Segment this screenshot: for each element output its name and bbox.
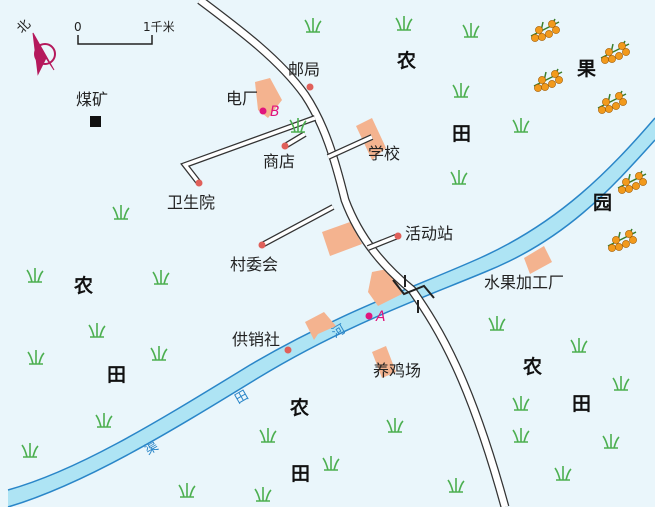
field-label-nong-1: 农 xyxy=(396,49,416,72)
grass-icon xyxy=(259,428,277,443)
grass-icon xyxy=(386,418,404,433)
grass-icon xyxy=(450,170,468,185)
buildings xyxy=(255,78,552,378)
grass-icon xyxy=(26,268,44,283)
grass-icon xyxy=(512,428,530,443)
grass-icon xyxy=(27,350,45,365)
label-activity-station: 活动站 xyxy=(405,224,453,243)
scale-bar-line xyxy=(77,35,153,45)
field-label-nong-3: 农 xyxy=(289,396,309,419)
fruit-tree-icon xyxy=(533,68,563,92)
grass-icon xyxy=(395,16,413,31)
building-supply-coop xyxy=(305,312,336,340)
grass-icon xyxy=(21,443,39,458)
river-body xyxy=(8,118,655,507)
grass-icon xyxy=(88,323,106,338)
label-power-plant: 电厂 xyxy=(226,89,258,108)
point-b-marker xyxy=(259,107,267,115)
grass-icon xyxy=(254,487,272,502)
poi-dot-activity-station xyxy=(394,232,402,240)
orchard-symbols xyxy=(530,18,647,252)
poi-dot-clinic xyxy=(195,179,203,187)
poi-dot-supply-coop xyxy=(284,346,292,354)
grass-icon xyxy=(512,396,530,411)
grass-icon xyxy=(322,456,340,471)
main-road xyxy=(197,0,510,507)
point-a-marker xyxy=(365,312,373,320)
field-label-tian-3: 田 xyxy=(291,463,310,485)
field-label-tian-4: 田 xyxy=(572,393,591,415)
grass-icon xyxy=(112,205,130,220)
branch-roads xyxy=(180,115,400,251)
label-post-office: 邮局 xyxy=(288,60,320,79)
scale-bar: 0 1千米 xyxy=(74,20,175,45)
river: 河 田 渠 xyxy=(7,117,655,507)
label-clinic: 卫生院 xyxy=(167,193,215,212)
grass-icon xyxy=(289,118,307,133)
building-chicken-farm xyxy=(372,346,396,378)
orchard-label-yuan: 园 xyxy=(593,192,612,214)
point-markers: B A xyxy=(259,104,386,325)
field-label-tian-2: 田 xyxy=(107,364,126,386)
river-label-3: 渠 xyxy=(143,439,162,458)
scale-zero-label: 0 xyxy=(74,20,82,34)
grass-icon xyxy=(152,270,170,285)
building-fruit-factory xyxy=(524,246,552,274)
fruit-tree-icon xyxy=(600,40,630,64)
poi-dot-post-office xyxy=(306,83,314,91)
scale-end-label: 1千米 xyxy=(143,20,175,34)
grass-icon xyxy=(150,346,168,361)
main-road-fill xyxy=(198,0,509,507)
point-a-label: A xyxy=(375,309,386,325)
field-label-nong-2: 农 xyxy=(73,274,93,297)
point-b-label: B xyxy=(270,104,280,120)
place-labels: 邮局 电厂 商店 学校 卫生院 村委会 活动站 水果加工厂 供销社 养鸡场 xyxy=(167,60,564,380)
river-south-bank xyxy=(7,139,655,507)
label-coal-mine: 煤矿 xyxy=(76,90,108,109)
coal-mine-icon xyxy=(90,116,101,127)
grass-icon xyxy=(554,466,572,481)
grass-icon xyxy=(602,434,620,449)
building-village-committee xyxy=(322,222,362,256)
field-label-tian-1: 田 xyxy=(452,123,471,145)
orchard-label-guo: 果 xyxy=(576,58,596,80)
fruit-tree-icon xyxy=(607,228,637,252)
label-shop: 商店 xyxy=(263,152,295,171)
compass-ring-icon xyxy=(34,43,56,65)
bridge xyxy=(392,275,435,313)
fruit-tree-icon xyxy=(530,18,560,42)
grass-icon xyxy=(304,18,322,33)
river-label-1: 河 xyxy=(330,322,349,341)
poi-dot-village-committee xyxy=(258,241,266,249)
grass-icon xyxy=(95,413,113,428)
label-fruit-factory: 水果加工厂 xyxy=(484,273,564,292)
field-label-nong-4: 农 xyxy=(522,355,542,378)
grass-icon xyxy=(178,483,196,498)
poi-dot-shop xyxy=(281,142,289,150)
river-north-bank xyxy=(7,117,655,491)
poi-dots xyxy=(195,83,402,354)
fruit-tree-icon xyxy=(617,170,647,194)
river-label-2: 田 xyxy=(233,388,252,407)
label-chicken-farm: 养鸡场 xyxy=(373,361,421,380)
grass-symbols xyxy=(21,16,630,502)
grass-icon xyxy=(452,83,470,98)
label-supply-coop: 供销社 xyxy=(232,330,280,349)
label-village-committee: 村委会 xyxy=(230,255,278,274)
field-labels: 农 田 农 田 农 田 农 田 果 园 xyxy=(73,49,612,485)
grass-icon xyxy=(512,118,530,133)
grass-icon xyxy=(570,338,588,353)
grass-icon xyxy=(488,316,506,331)
grass-icon xyxy=(447,478,465,493)
label-school: 学校 xyxy=(368,144,400,163)
fruit-tree-icon xyxy=(597,90,627,114)
grass-icon xyxy=(462,23,480,38)
grass-icon xyxy=(612,376,630,391)
